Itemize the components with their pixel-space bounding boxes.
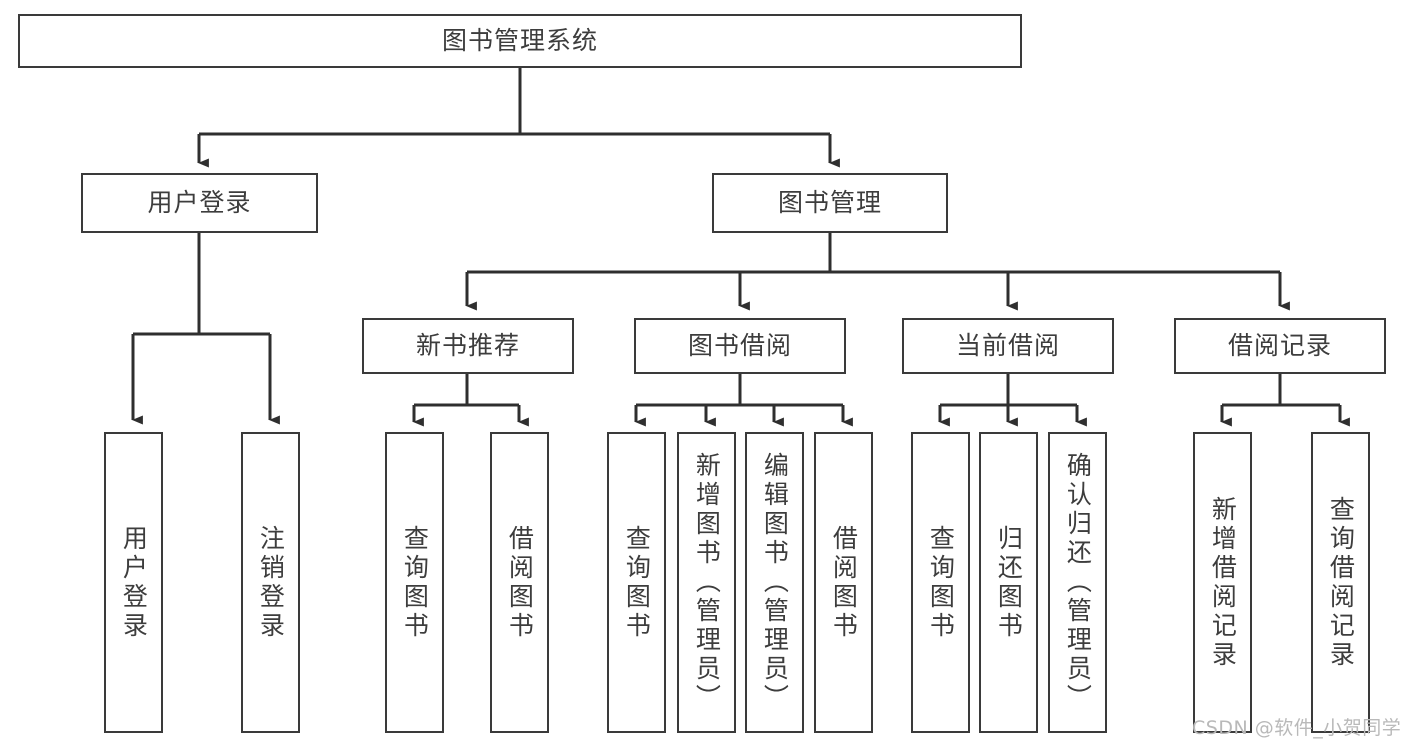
leaf-add-record-label: 新增借阅记录 [1208, 495, 1238, 670]
leaf-add-book-label: 新增图书（管理员） [692, 452, 722, 713]
leaf-add-record[interactable]: 新增借阅记录 [1193, 432, 1252, 733]
leaf-query-book-2[interactable]: 查询图书 [607, 432, 666, 733]
leaf-borrow-book-1-label: 借阅图书 [505, 524, 535, 641]
csdn-watermark: CSDN @软件_小贺同学 [1192, 717, 1402, 739]
node-book-manage-label: 图书管理 [777, 188, 882, 218]
leaf-user-login-label: 用户登录 [119, 524, 149, 641]
leaf-borrow-book-1[interactable]: 借阅图书 [490, 432, 549, 733]
node-borrow-record[interactable]: 借阅记录 [1174, 318, 1386, 374]
node-user-login[interactable]: 用户登录 [81, 173, 318, 233]
leaf-borrow-book-2[interactable]: 借阅图书 [814, 432, 873, 733]
leaf-query-book-2-label: 查询图书 [622, 524, 652, 641]
leaf-user-logout-label: 注销登录 [256, 524, 286, 641]
node-user-login-label: 用户登录 [147, 188, 252, 218]
leaf-confirm-return[interactable]: 确认归还（管理员） [1048, 432, 1107, 733]
leaf-user-login[interactable]: 用户登录 [104, 432, 163, 733]
node-new-book-recommend[interactable]: 新书推荐 [362, 318, 574, 374]
node-book-borrow[interactable]: 图书借阅 [634, 318, 846, 374]
leaf-confirm-return-label: 确认归还（管理员） [1063, 452, 1093, 713]
leaf-return-book-label: 归还图书 [994, 524, 1024, 641]
node-borrow-record-label: 借阅记录 [1227, 331, 1332, 361]
leaf-query-record[interactable]: 查询借阅记录 [1311, 432, 1370, 733]
node-root-label: 图书管理系统 [441, 26, 598, 56]
leaf-return-book[interactable]: 归还图书 [979, 432, 1038, 733]
leaf-query-book-3[interactable]: 查询图书 [911, 432, 970, 733]
leaf-query-book-1-label: 查询图书 [400, 524, 430, 641]
node-new-book-recommend-label: 新书推荐 [415, 331, 520, 361]
leaf-add-book[interactable]: 新增图书（管理员） [677, 432, 736, 733]
node-current-borrow[interactable]: 当前借阅 [902, 318, 1114, 374]
leaf-edit-book-label: 编辑图书（管理员） [760, 452, 790, 713]
node-book-borrow-label: 图书借阅 [687, 331, 792, 361]
leaf-query-book-1[interactable]: 查询图书 [385, 432, 444, 733]
leaf-borrow-book-2-label: 借阅图书 [829, 524, 859, 641]
leaf-query-book-3-label: 查询图书 [926, 524, 956, 641]
leaf-query-record-label: 查询借阅记录 [1326, 495, 1356, 670]
node-book-manage[interactable]: 图书管理 [712, 173, 948, 233]
node-root[interactable]: 图书管理系统 [18, 14, 1022, 68]
leaf-edit-book[interactable]: 编辑图书（管理员） [745, 432, 804, 733]
leaf-user-logout[interactable]: 注销登录 [241, 432, 300, 733]
node-current-borrow-label: 当前借阅 [955, 331, 1060, 361]
